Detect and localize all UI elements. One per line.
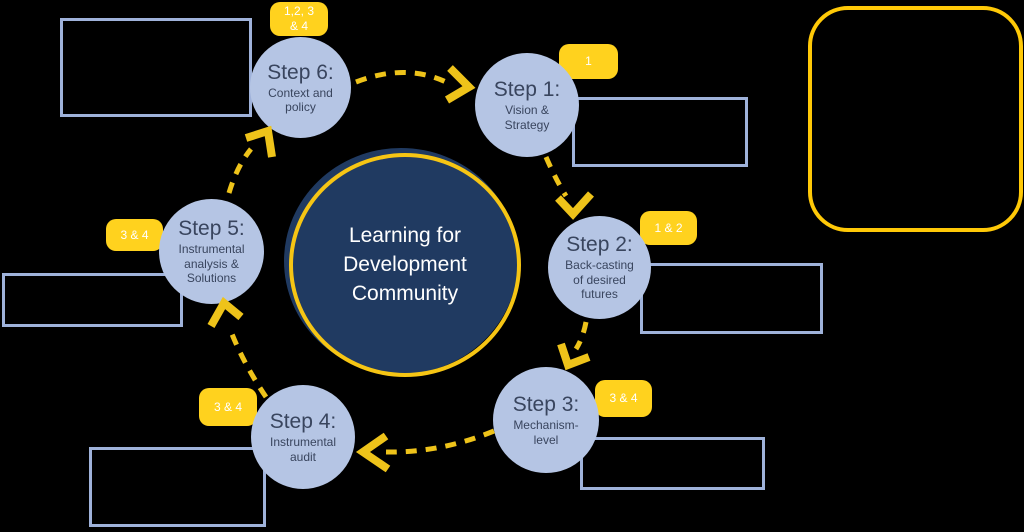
step-6-title: Step 6: [267, 60, 334, 84]
step-6-subtitle: Context and policy [268, 85, 333, 115]
step-2-circle: Step 2: Back-casting of desired futures [548, 216, 651, 319]
center-circle-label: Learning for Development Community [343, 224, 467, 305]
note-box-step5 [2, 273, 183, 327]
step-1-subtitle: Vision & Strategy [504, 103, 550, 132]
step-5-title: Step 5: [178, 217, 245, 241]
badge-step6: 1,2, 3 & 4 [270, 2, 328, 36]
step-5-subtitle: Instrumental analysis & Solutions [178, 242, 245, 286]
step-6-circle: Step 6: Context and policy [250, 37, 351, 138]
note-box-step6 [60, 18, 252, 117]
note-box-step4 [89, 447, 266, 527]
arrow-step3-to-step4 [355, 428, 495, 473]
arrow-step5-to-step6 [226, 125, 276, 194]
note-box-step3 [580, 437, 765, 490]
badge-step3: 3 & 4 [595, 380, 652, 417]
step-4-title: Step 4: [269, 410, 337, 434]
step-3-title: Step 3: [512, 393, 580, 417]
note-box-step1 [572, 97, 748, 167]
badge-step2: 1 & 2 [640, 211, 697, 245]
step-3-circle: Step 3: Mechanism- level [493, 367, 599, 473]
step-2-subtitle: Back-casting of desired futures [565, 258, 634, 302]
badge-step4: 3 & 4 [199, 388, 257, 426]
center-circle-ring [289, 153, 521, 377]
step-4-subtitle: Instrumental audit [269, 435, 337, 464]
step-2-title: Step 2: [566, 233, 633, 257]
arrow-step2-to-step3 [557, 321, 591, 371]
legend-panel [808, 6, 1023, 232]
step-1-circle: Step 1: Vision & Strategy [475, 53, 579, 157]
step-4-circle: Step 4: Instrumental audit [251, 385, 355, 489]
note-box-step2 [640, 263, 823, 334]
arrow-step6-to-step1 [355, 65, 476, 104]
badge-step5: 3 & 4 [106, 219, 163, 251]
step-5-circle: Step 5: Instrumental analysis & Solution… [159, 199, 264, 304]
step-3-subtitle: Mechanism- level [513, 418, 579, 447]
step-1-title: Step 1: [493, 78, 561, 102]
arrow-step4-to-step5 [207, 296, 269, 399]
